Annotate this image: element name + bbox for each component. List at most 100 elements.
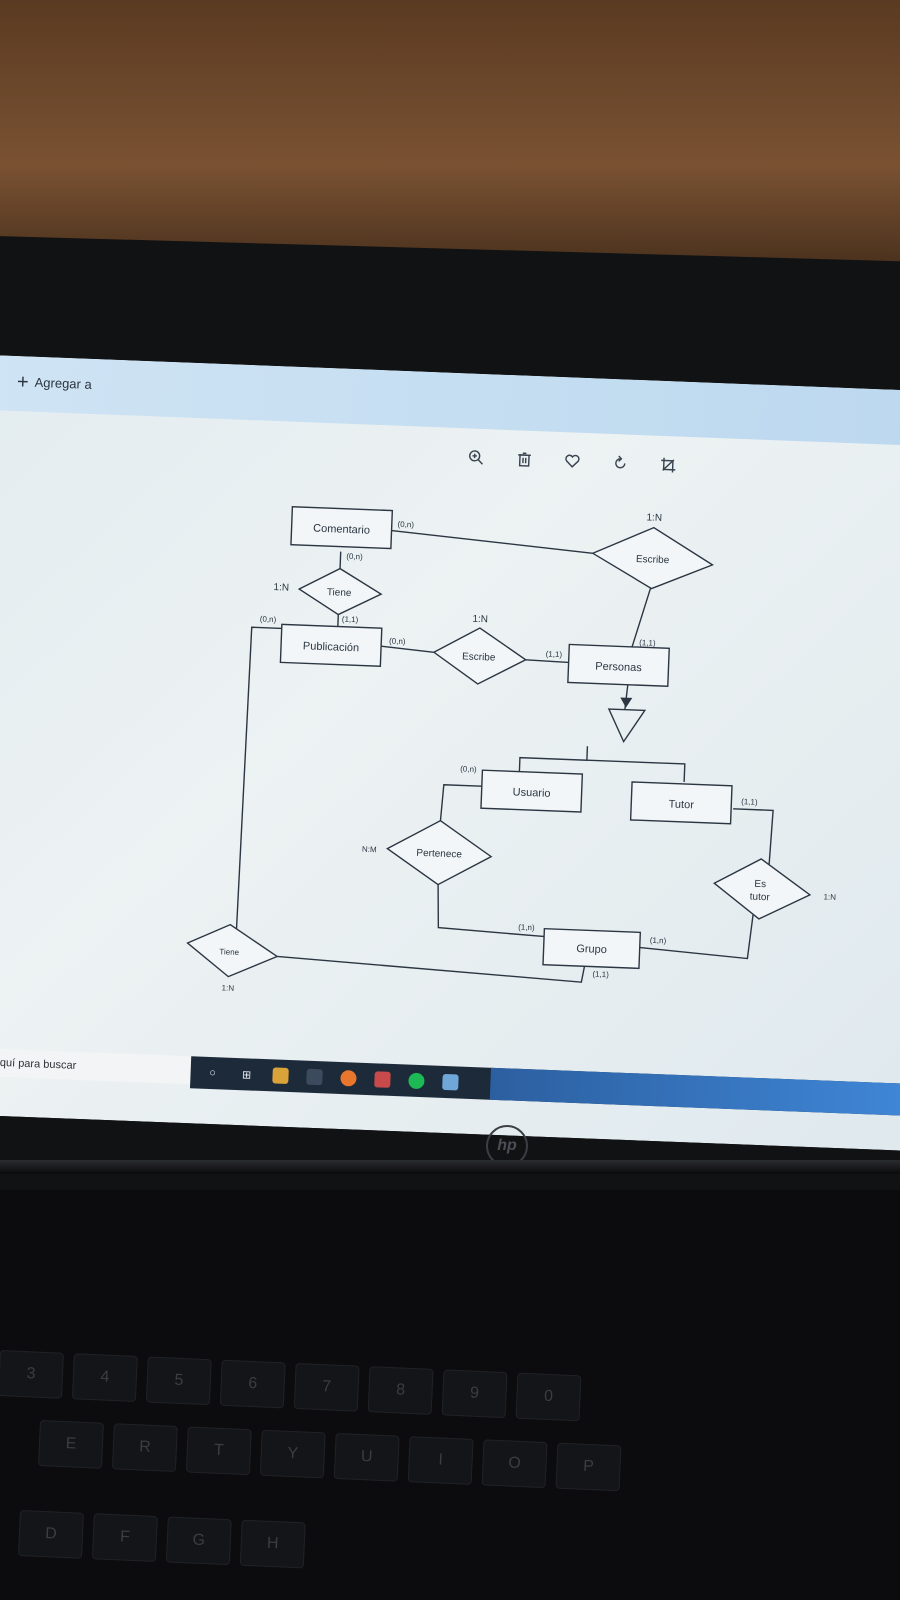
entity-usuario-label: Usuario <box>512 786 550 799</box>
card-pertenece: N:M <box>362 845 377 855</box>
rel-tiene-bottom-label: Tiene <box>219 947 240 957</box>
entity-tutor-label: Tutor <box>668 798 694 811</box>
line-comentario-tiene <box>339 551 342 569</box>
line-publicacion-tiene-bottom <box>234 626 282 960</box>
key: 0 <box>515 1372 582 1422</box>
isa-arrowhead <box>620 697 633 708</box>
rel-escribe-mid <box>432 627 528 685</box>
card-es-tutor: 1:N <box>823 892 836 901</box>
entity-grupo <box>542 927 642 970</box>
line-tutor-estutor <box>733 808 774 868</box>
entity-comentario-label: Comentario <box>313 523 370 537</box>
firefox-icon[interactable] <box>340 1069 357 1087</box>
keyboard-row-numbers: 3 4 5 6 7 8 9 0 <box>0 1350 582 1422</box>
zoom-in-icon[interactable] <box>466 447 487 468</box>
keyboard-row-home: D F G H <box>17 1510 306 1569</box>
key: D <box>17 1510 84 1559</box>
rel-es-tutor-label-2: tutor <box>750 892 771 904</box>
delete-icon[interactable] <box>514 449 535 470</box>
key: 3 <box>0 1350 64 1399</box>
rel-tiene-top-label: Tiene <box>327 587 352 599</box>
key: R <box>111 1423 178 1472</box>
line-tiene-grupo <box>277 955 586 983</box>
entity-personas <box>567 643 670 687</box>
photos-icon[interactable] <box>442 1073 459 1091</box>
key: 8 <box>367 1366 434 1415</box>
er-diagram: Comentario Publicación Personas Usuario … <box>186 505 836 993</box>
line-escribe-personas-top <box>630 584 653 651</box>
entity-publicacion-label: Publicación <box>303 640 360 654</box>
part-usuario-pertenece: (0,n) <box>460 764 477 774</box>
part-personas-escribe-top: (1,1) <box>639 638 656 648</box>
line-estutor-grupo <box>637 914 754 960</box>
rel-escribe-top-label: Escribe <box>636 554 670 566</box>
image-toolbar <box>466 447 679 475</box>
key: U <box>333 1432 400 1482</box>
entity-grupo-label: Grupo <box>576 943 607 956</box>
line-usuario-pertenece <box>439 784 482 821</box>
store-icon[interactable] <box>306 1068 323 1086</box>
part-personas-escribe-mid: (1,1) <box>546 650 563 660</box>
entity-comentario <box>290 505 394 550</box>
entity-usuario <box>480 769 584 813</box>
app-icon[interactable] <box>374 1071 391 1088</box>
rel-es-tutor <box>712 858 812 920</box>
part-grupo-tiene: (1,1) <box>592 970 609 980</box>
part-tutor-estutor: (1,1) <box>741 797 758 807</box>
card-tiene-top: 1:N <box>273 582 289 594</box>
spotify-icon[interactable] <box>408 1072 425 1090</box>
key: 4 <box>71 1353 138 1402</box>
rel-pertenece-label: Pertenece <box>416 848 462 861</box>
photos-app-window: + Agregar a <box>0 355 900 1151</box>
key: 9 <box>441 1369 508 1419</box>
part-grupo-estutor: (1,n) <box>650 936 667 946</box>
key: 6 <box>219 1359 286 1409</box>
rel-tiene-bottom <box>186 923 279 978</box>
line-pertenece-grupo <box>437 882 549 938</box>
line-isa-tutor <box>586 759 686 782</box>
keyboard-row-top: E R T Y U I O P <box>37 1420 622 1492</box>
laptop-hinge <box>0 1160 900 1174</box>
file-explorer-icon[interactable] <box>272 1067 289 1084</box>
entity-tutor <box>629 781 733 825</box>
key: H <box>239 1519 306 1569</box>
rel-escribe-mid-label: Escribe <box>462 651 496 663</box>
card-tiene-bottom: 1:N <box>221 983 234 992</box>
line-comentario-escribe <box>391 529 593 554</box>
card-escribe-mid: 1:N <box>472 614 488 626</box>
key: I <box>407 1436 474 1485</box>
part-publicacion-left: (0,n) <box>260 615 277 625</box>
task-view-icon[interactable]: ⊞ <box>241 1068 252 1082</box>
part-grupo-pertenece: (1,n) <box>518 923 535 933</box>
line-publicacion-escribe <box>381 645 434 653</box>
part-comentario-escribe: (0,n) <box>397 520 414 530</box>
part-publicacion-escribe: (0,n) <box>389 637 406 647</box>
part-publicacion-tiene: (1,1) <box>342 615 359 625</box>
key: T <box>185 1426 252 1476</box>
rotate-icon[interactable] <box>610 453 631 474</box>
line-isa-usuario <box>518 746 589 776</box>
key: F <box>91 1513 158 1562</box>
key: O <box>481 1439 548 1489</box>
rel-pertenece <box>386 819 493 886</box>
rel-es-tutor-label-1: Es <box>754 879 766 890</box>
isa-triangle <box>607 708 647 744</box>
key: E <box>37 1420 104 1469</box>
favorite-icon[interactable] <box>562 451 583 472</box>
part-comentario-tiene: (0,n) <box>346 552 363 562</box>
laptop-screen: + Agregar a <box>0 355 900 1151</box>
line-escribe-personas <box>525 659 569 664</box>
entity-publicacion <box>279 623 383 667</box>
rel-tiene-top <box>297 567 383 616</box>
cortana-icon[interactable]: ○ <box>209 1066 217 1080</box>
key: P <box>555 1442 622 1492</box>
key: 7 <box>293 1362 360 1412</box>
crop-icon[interactable] <box>658 455 679 476</box>
key: 5 <box>145 1356 212 1406</box>
rel-escribe-top <box>591 526 715 590</box>
entity-personas-label: Personas <box>595 660 642 674</box>
card-escribe-top: 1:N <box>646 512 662 524</box>
key: G <box>165 1516 232 1566</box>
laptop-keyboard: 3 4 5 6 7 8 9 0 E R T Y U I O P D F G H <box>0 1190 900 1600</box>
key: Y <box>259 1429 326 1479</box>
